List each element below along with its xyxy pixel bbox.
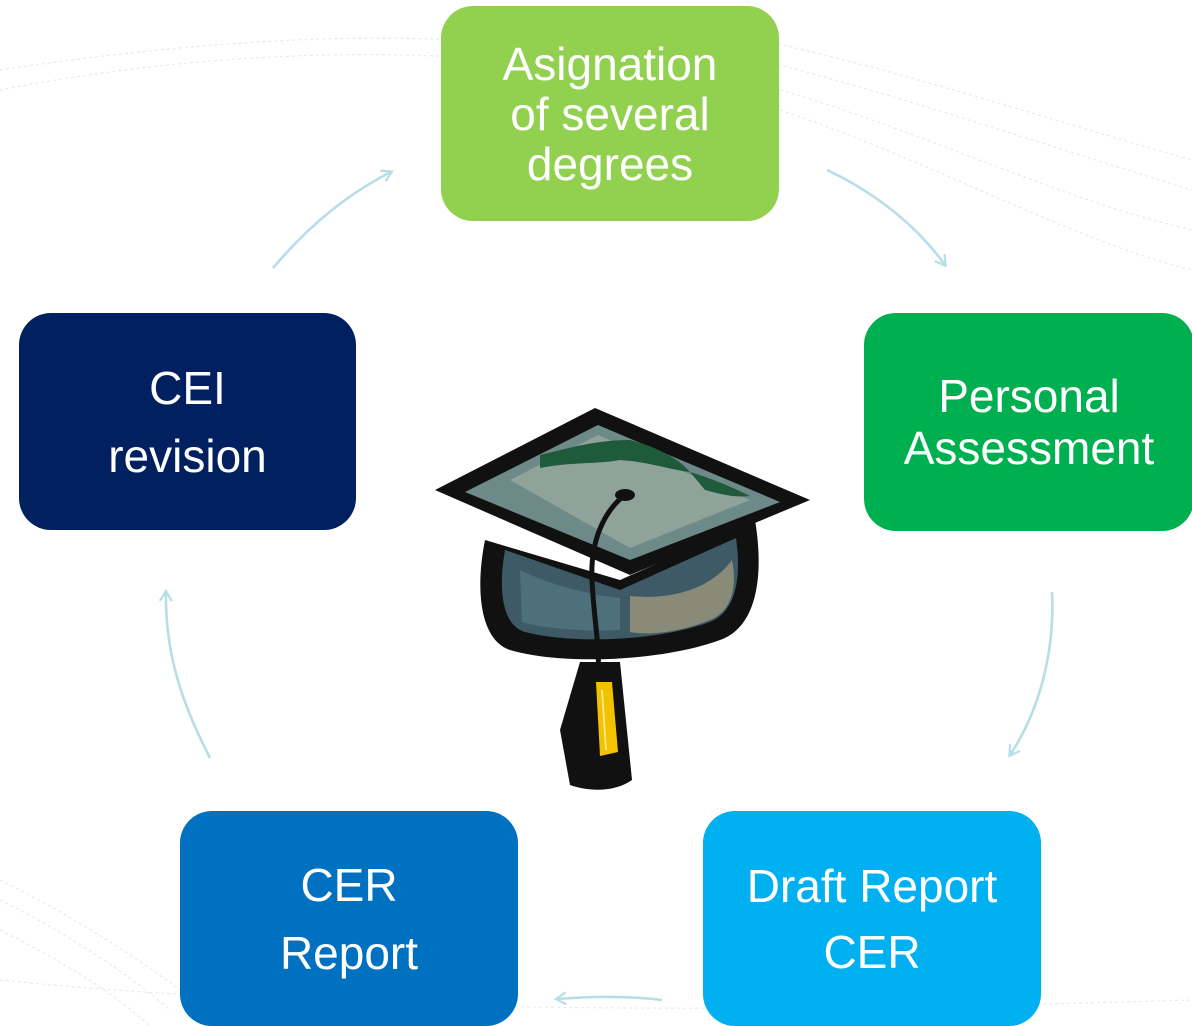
node-personal-assessment: Personal Assessment xyxy=(864,313,1192,531)
node-asignation-of-several-degrees: Asignation of several degrees xyxy=(441,6,779,221)
node-label-line: Assessment xyxy=(903,422,1155,474)
node-label-line: CEI xyxy=(149,361,226,414)
node-label-line: Draft Report xyxy=(746,859,998,912)
node-label-line: CER xyxy=(823,925,921,978)
node-label-line: CER xyxy=(300,858,398,911)
node-draft-report-cer: Draft Report CER xyxy=(703,811,1041,1026)
node-cer-report: CER Report xyxy=(180,811,518,1026)
node-label-line: degrees xyxy=(526,137,694,190)
node-label-line: Asignation xyxy=(502,37,718,90)
node-label-line: Personal xyxy=(938,370,1120,422)
node-label-line: Report xyxy=(279,926,419,979)
graduation-cap-icon xyxy=(435,408,810,790)
node-label-line: revision xyxy=(108,429,267,482)
node-label-line: of several xyxy=(510,87,710,140)
node-cei-revision: CEI revision xyxy=(19,313,356,530)
